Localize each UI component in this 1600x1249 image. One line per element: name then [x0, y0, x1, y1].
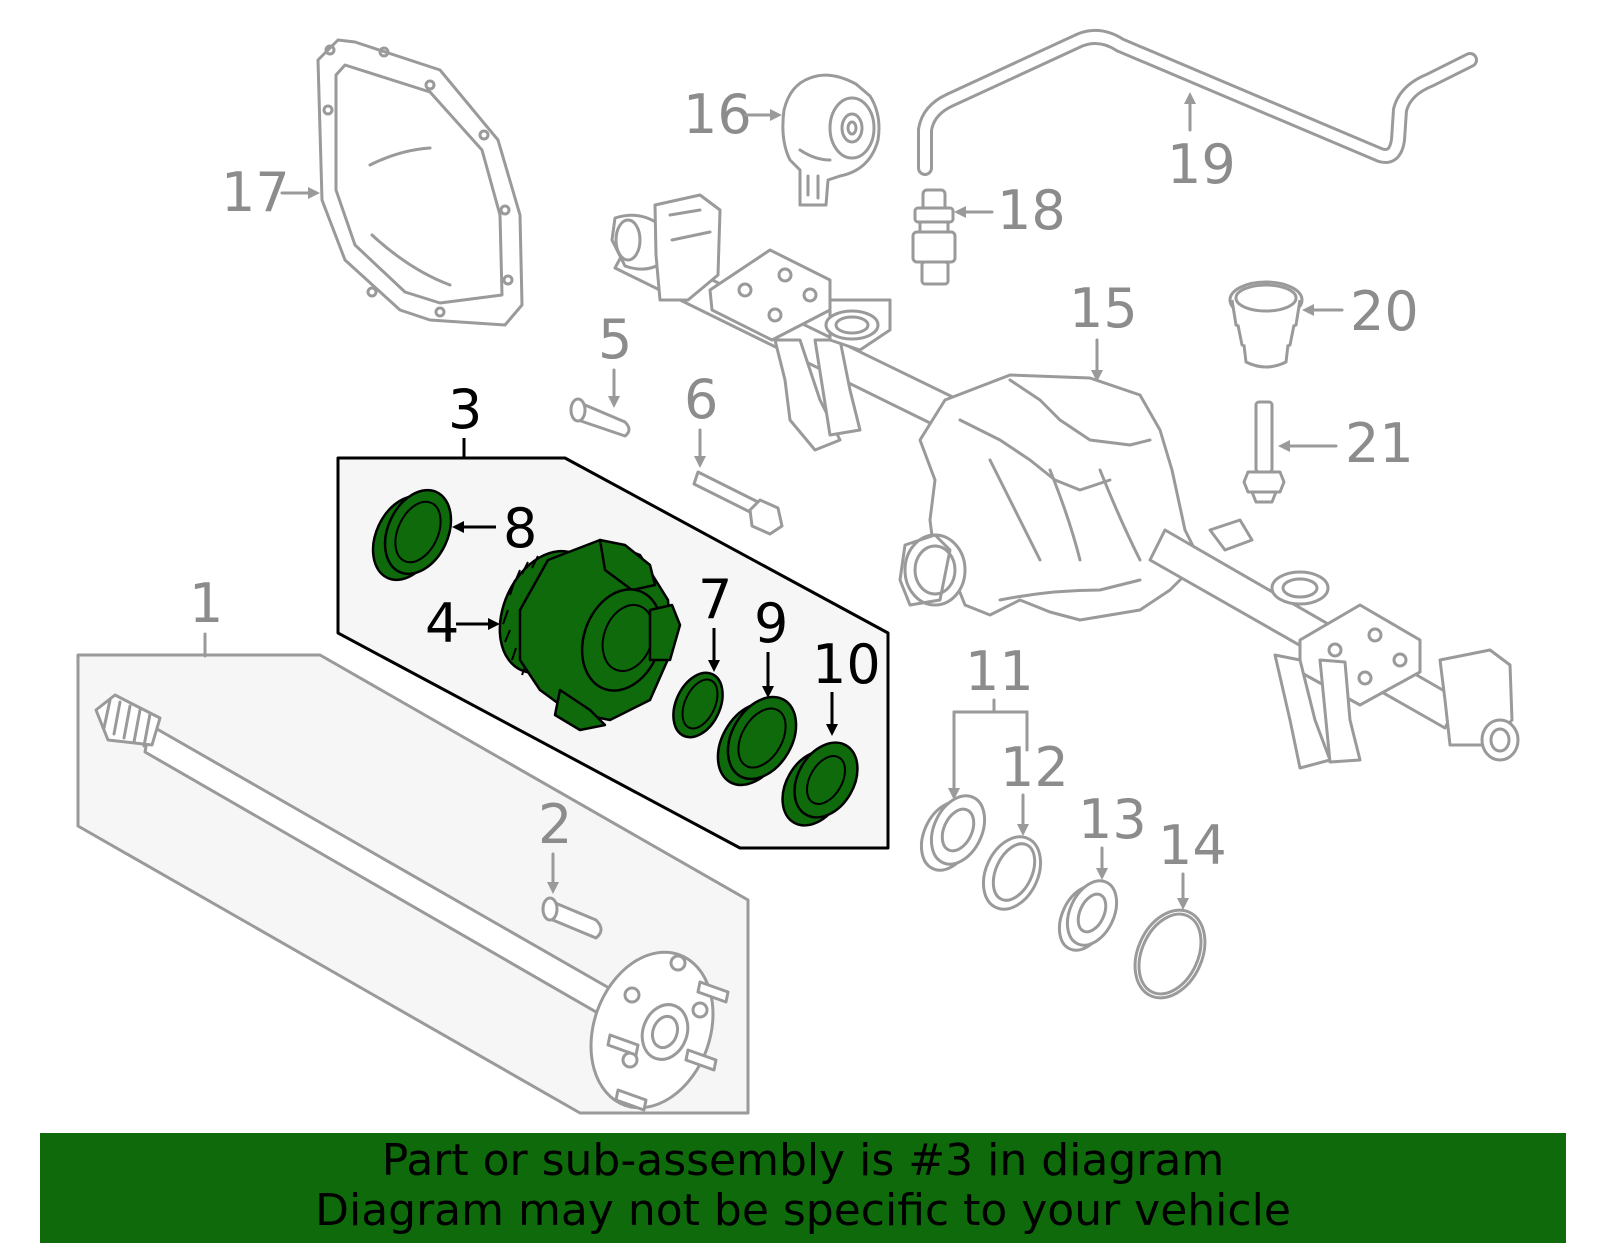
part-18-breather [911, 188, 957, 286]
part-21-bolt [1242, 400, 1286, 504]
part-7-snap-ring [672, 671, 724, 739]
callout-3: 3 [448, 378, 482, 459]
svg-text:1: 1 [189, 572, 223, 635]
callout-7: 7 [698, 568, 732, 672]
part-6-bolt [692, 470, 784, 536]
svg-text:10: 10 [812, 633, 881, 696]
part-4-differential-case [498, 538, 682, 732]
banner-line-2: Diagram may not be specific to your vehi… [315, 1185, 1291, 1236]
part-1-axle-shaft-group [76, 653, 750, 1115]
callout-17: 17 [221, 161, 320, 224]
svg-text:9: 9 [754, 592, 788, 655]
banner-line-1: Part or sub-assembly is #3 in diagram [381, 1135, 1225, 1186]
part-2-stud [541, 896, 603, 940]
svg-text:3: 3 [448, 378, 482, 441]
callout-11-12: 11 12 [948, 640, 1069, 836]
callout-13: 13 [1078, 788, 1147, 880]
part-13-seal [1057, 879, 1119, 952]
svg-text:13: 13 [1078, 788, 1147, 851]
svg-text:16: 16 [683, 83, 752, 146]
part-9-bearing-cone [716, 695, 798, 787]
part-5-pin [569, 397, 631, 438]
part-10-bearing [781, 741, 859, 827]
part-16-mount [781, 73, 881, 207]
callout-6: 6 [684, 368, 718, 468]
part-17-differential-cover [316, 38, 524, 327]
callout-5: 5 [598, 308, 632, 408]
part-12-ring [981, 835, 1043, 911]
svg-text:20: 20 [1350, 280, 1419, 343]
svg-text:6: 6 [684, 368, 718, 431]
svg-text:18: 18 [997, 179, 1066, 242]
svg-text:7: 7 [698, 568, 732, 631]
callout-15: 15 [1069, 277, 1138, 382]
callout-4: 4 [425, 592, 500, 655]
callout-9: 9 [754, 592, 788, 698]
part-14-o-ring [1133, 908, 1207, 1000]
part-19-vent-tube [917, 28, 1478, 176]
svg-text:2: 2 [538, 793, 572, 856]
svg-text:5: 5 [598, 308, 632, 371]
callout-8: 8 [452, 497, 537, 560]
svg-text:8: 8 [503, 497, 537, 560]
callout-14: 14 [1158, 814, 1227, 910]
part-8-bearing [371, 488, 453, 582]
callout-20: 20 [1302, 280, 1419, 343]
callout-16: 16 [683, 83, 782, 146]
part-11-seal [919, 794, 987, 872]
callout-21: 21 [1278, 412, 1414, 475]
svg-text:19: 19 [1167, 133, 1236, 196]
part-15-axle-housing [610, 193, 1520, 770]
svg-text:15: 15 [1069, 277, 1138, 340]
callout-2: 2 [538, 793, 572, 894]
callout-1: 1 [189, 572, 223, 658]
svg-text:17: 17 [221, 161, 290, 224]
svg-text:4: 4 [425, 592, 459, 655]
svg-text:21: 21 [1345, 412, 1414, 475]
svg-text:11: 11 [965, 640, 1034, 703]
callout-19: 19 [1167, 92, 1236, 196]
part-20-plug [1228, 280, 1304, 369]
svg-text:14: 14 [1158, 814, 1227, 877]
disclaimer-banner: Part or sub-assembly is #3 in diagram Di… [40, 1133, 1566, 1243]
svg-text:12: 12 [1000, 736, 1069, 799]
callout-10: 10 [812, 633, 881, 736]
callout-18: 18 [954, 179, 1066, 242]
